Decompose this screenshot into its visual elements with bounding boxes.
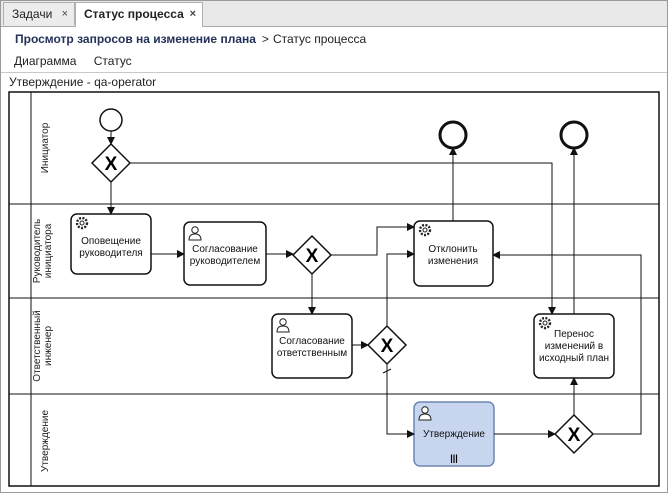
svg-text:X: X xyxy=(381,336,394,357)
gear-icon xyxy=(418,223,432,237)
tab-tasks-label: Задачи xyxy=(12,7,53,21)
svg-text:Отклонить: Отклонить xyxy=(428,244,477,255)
tab-bar: Задачи × Статус процесса × xyxy=(1,1,667,27)
end-event[interactable] xyxy=(559,120,589,150)
svg-text:Согласование: Согласование xyxy=(279,336,345,347)
svg-text:инициатора: инициатора xyxy=(43,223,54,278)
svg-text:исходный план: исходный план xyxy=(539,353,609,364)
close-icon[interactable]: × xyxy=(189,8,196,20)
end-event[interactable] xyxy=(438,120,468,150)
breadcrumb-link[interactable]: Просмотр запросов на изменение плана xyxy=(15,32,256,46)
svg-text:руководителем: руководителем xyxy=(190,256,261,267)
svg-text:Руководитель: Руководитель xyxy=(32,219,43,283)
svg-text:Утверждение: Утверждение xyxy=(423,429,485,440)
svg-text:Оповещение: Оповещение xyxy=(81,236,141,247)
task-transfer-changes[interactable]: Перенос изменений в исходный план xyxy=(533,313,615,379)
breadcrumb-separator: > xyxy=(261,32,269,46)
task-approve-by-responsible[interactable]: Согласование ответственным xyxy=(271,313,353,379)
multi-instance-marker: ||| xyxy=(450,453,458,463)
breadcrumb: Просмотр запросов на изменение плана >Ста… xyxy=(15,32,366,46)
user-icon xyxy=(418,406,432,421)
svg-text:X: X xyxy=(306,246,319,267)
svg-text:изменения: изменения xyxy=(428,256,478,267)
lane-label-engineer: Ответственный инженер xyxy=(32,310,54,381)
svg-text:X: X xyxy=(105,154,118,175)
svg-text:ответственным: ответственным xyxy=(277,348,347,359)
gateway[interactable]: X xyxy=(90,142,132,184)
gateway[interactable]: X xyxy=(553,413,595,455)
gear-icon xyxy=(75,216,89,230)
tab-status[interactable]: Статус xyxy=(93,54,132,68)
task-approve-by-manager[interactable]: Согласование руководителем xyxy=(183,221,267,286)
view-tabs: Диаграмма Статус xyxy=(14,54,146,68)
diagram-title: Утверждение - qa-operator xyxy=(9,75,157,89)
lane-label-manager: Руководитель инициатора xyxy=(32,219,54,283)
breadcrumb-current: Статус процесса xyxy=(272,32,367,46)
svg-text:Ответственный: Ответственный xyxy=(32,310,43,381)
user-icon xyxy=(188,226,202,241)
svg-text:инженер: инженер xyxy=(43,326,54,366)
svg-text:изменений в: изменений в xyxy=(545,341,603,352)
task-approval-active[interactable]: Утверждение ||| xyxy=(413,401,495,467)
tab-diagram[interactable]: Диаграмма xyxy=(14,54,77,68)
svg-text:X: X xyxy=(568,425,581,446)
user-icon xyxy=(276,318,290,333)
gateway[interactable]: X xyxy=(291,234,333,276)
task-reject-changes[interactable]: Отклонить изменения xyxy=(413,220,494,287)
tab-process-status[interactable]: Статус процесса × xyxy=(75,2,203,27)
lane-label-approval: Утверждение xyxy=(40,410,51,472)
lane-label-initiator: Инициатор xyxy=(40,122,51,173)
sequence-flows xyxy=(107,131,642,438)
svg-text:Согласование: Согласование xyxy=(192,244,258,255)
tab-tasks[interactable]: Задачи × xyxy=(3,2,75,25)
close-icon[interactable]: × xyxy=(61,8,68,20)
tab-process-status-label: Статус процесса xyxy=(84,7,184,21)
svg-text:Перенос: Перенос xyxy=(554,329,594,340)
gear-icon xyxy=(538,316,552,330)
divider xyxy=(1,72,667,73)
task-notify-manager[interactable]: Оповещение руководителя xyxy=(70,213,152,275)
svg-text:руководителя: руководителя xyxy=(79,248,142,259)
start-event[interactable] xyxy=(99,108,123,132)
